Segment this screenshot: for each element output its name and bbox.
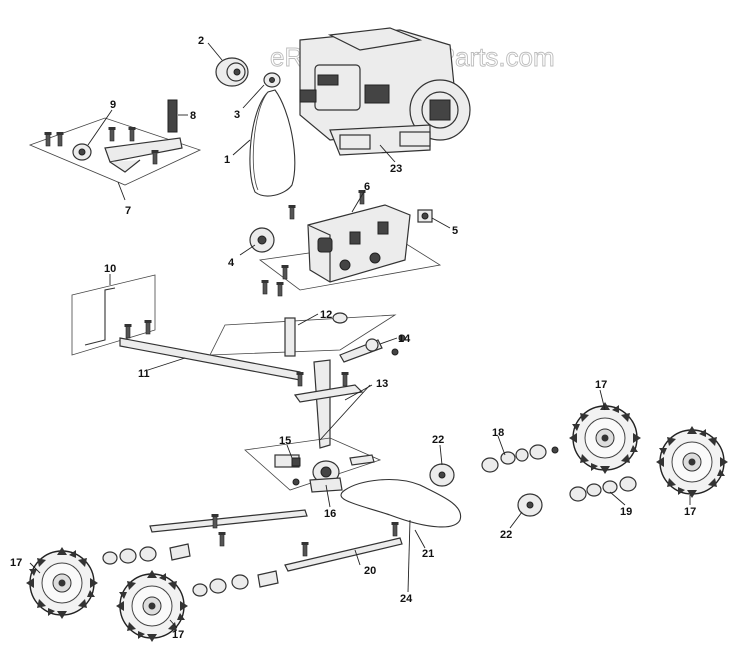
- hub-22-lower: [517, 493, 543, 517]
- engine: [299, 27, 471, 156]
- callout-14: 14: [398, 333, 411, 345]
- pulley-3: [263, 72, 281, 88]
- callout-3: 3: [234, 109, 240, 121]
- callout-21: 21: [422, 548, 434, 560]
- callout-17-right-lower: 17: [684, 506, 696, 518]
- bearing-set-18: [481, 444, 559, 473]
- steering-post-13: [293, 359, 364, 449]
- callout-11: 11: [138, 368, 150, 380]
- callout-17-left-front: 17: [10, 557, 22, 569]
- gearbox-6: [249, 189, 442, 297]
- hub-22-upper: [429, 463, 455, 487]
- callout-7: 7: [125, 205, 131, 217]
- axles-20: [149, 509, 403, 572]
- callout-22-lower: 22: [500, 529, 512, 541]
- callout-1: 1: [224, 154, 230, 166]
- bracket-15: [244, 437, 382, 491]
- bearing-set-19: [569, 476, 637, 502]
- bearing-set-rear-left: [192, 570, 279, 597]
- callout-16: 16: [324, 508, 336, 520]
- link-12: [284, 312, 348, 357]
- callout-23: 23: [390, 163, 402, 175]
- callout-4: 4: [228, 257, 235, 269]
- callout-8: 8: [190, 110, 196, 122]
- callout-13: 13: [376, 378, 388, 390]
- callout-numbers: 1 2 3 4 5 6 7 8 9 10 11 12 13 14 15 16 1…: [10, 35, 696, 641]
- callout-9: 9: [110, 99, 116, 111]
- callout-12: 12: [320, 309, 332, 321]
- belt-21: [340, 479, 462, 528]
- shaft-11: [119, 314, 397, 381]
- callout-2: 2: [198, 35, 204, 47]
- callout-10: 10: [104, 263, 116, 275]
- callout-17-left-rear: 17: [172, 629, 184, 641]
- bearing-set-front-left: [102, 543, 191, 565]
- linkage-14: [339, 334, 406, 363]
- bracket-assembly-7: [28, 99, 202, 186]
- wheel-17-right-lower: [655, 425, 729, 499]
- handle-10: [71, 274, 156, 356]
- wheel-17-right-upper: [568, 401, 642, 475]
- callout-6: 6: [364, 181, 370, 193]
- callout-19: 19: [620, 506, 632, 518]
- callout-17-right-upper: 17: [595, 379, 607, 391]
- pulley-2: [215, 57, 249, 87]
- callout-24: 24: [400, 593, 413, 605]
- belt-1: [249, 89, 296, 197]
- callout-22-upper: 22: [432, 434, 444, 446]
- callout-15: 15: [279, 435, 291, 447]
- wheel-17-left-front: [25, 546, 99, 620]
- callout-5: 5: [452, 225, 458, 237]
- callout-20: 20: [364, 565, 376, 577]
- callout-18: 18: [492, 427, 504, 439]
- leader-lines: [29, 42, 691, 629]
